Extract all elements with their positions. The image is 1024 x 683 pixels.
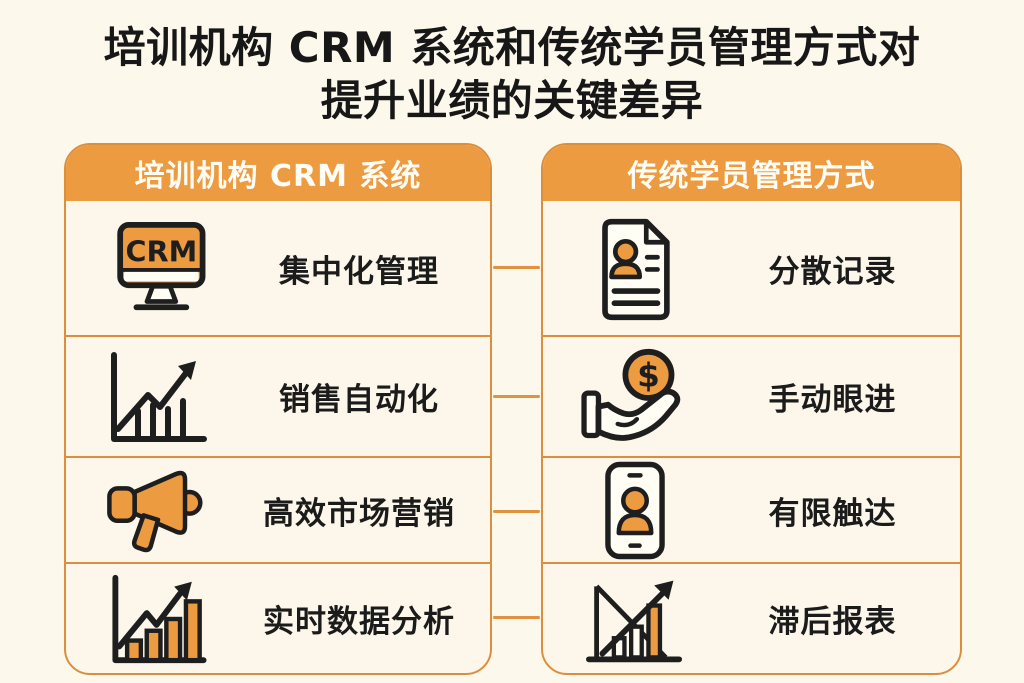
document-profile-icon [549, 216, 721, 321]
row-connector-line [493, 395, 540, 398]
crm-panel-rows: CRM 集中化管理 [66, 201, 490, 673]
row-limited-reach: 有限触达 [543, 458, 960, 565]
traditional-panel: 传统学员管理方式 分散记录 [541, 143, 962, 675]
traditional-panel-rows: 分散记录 $ 手动眼进 [543, 201, 960, 673]
row-label: 滞后报表 [768, 604, 897, 641]
row-label: 高效市场营销 [263, 495, 455, 532]
row-realtime-analytics: 实时数据分析 [66, 564, 490, 673]
crm-panel-header: 培训机构 CRM 系统 [66, 145, 490, 201]
row-connector-line [493, 510, 540, 513]
row-label: 实时数据分析 [263, 604, 455, 641]
hand-coin-icon: $ [549, 347, 721, 447]
declining-report-icon [549, 571, 721, 667]
phone-contact-icon [549, 460, 721, 561]
title-line-2: 提升业绩的关键差异 [320, 75, 704, 125]
crm-system-panel: 培训机构 CRM 系统 CRM 集中化管理 [64, 143, 492, 675]
row-connector-line [493, 266, 540, 269]
traditional-panel-header: 传统学员管理方式 [543, 145, 960, 201]
row-label: 分散记录 [768, 253, 897, 290]
row-sales-automation: 销售自动化 [66, 337, 490, 459]
row-connector-line [493, 616, 540, 619]
row-label: 销售自动化 [279, 382, 439, 419]
row-lagging-reports: 滞后报表 [543, 564, 960, 673]
row-manual-followup: $ 手动眼进 [543, 337, 960, 459]
page-title: 培训机构 CRM 系统和传统学员管理方式对 提升业绩的关键差异 [0, 22, 1024, 128]
row-scattered-records: 分散记录 [543, 201, 960, 338]
row-label: 集中化管理 [279, 253, 439, 290]
row-efficient-marketing: 高效市场营销 [66, 458, 490, 565]
megaphone-icon [72, 465, 244, 555]
sales-growth-chart-icon [72, 347, 244, 447]
crm-monitor-icon: CRM [72, 220, 244, 316]
coin-dollar-text: $ [637, 356, 660, 394]
crm-screen-text: CRM [125, 234, 197, 268]
row-label: 有限触达 [768, 495, 897, 532]
title-line-1: 培训机构 CRM 系统和传统学员管理方式对 [103, 23, 921, 72]
row-centralized-management: CRM 集中化管理 [66, 201, 490, 338]
realtime-bar-chart-icon [72, 570, 244, 668]
row-label: 手动眼进 [768, 382, 897, 419]
